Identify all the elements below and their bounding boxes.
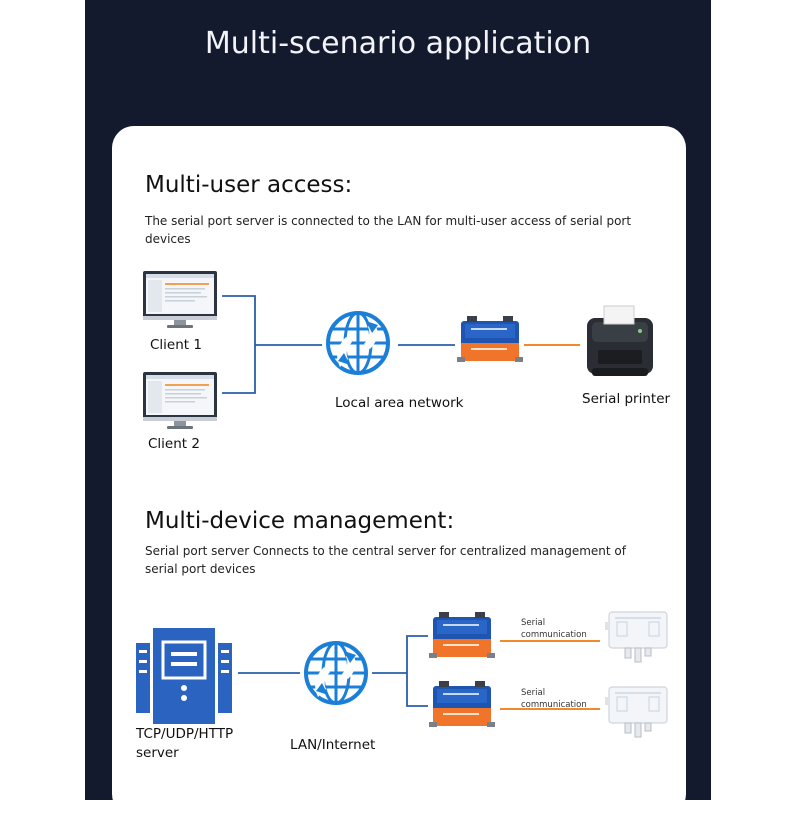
lan-internet-globe-icon <box>303 640 369 706</box>
serial-link1-label-line1: Serial <box>521 618 546 628</box>
client1-monitor-icon <box>143 271 217 328</box>
serial-link2-label-line2: communication <box>521 700 587 710</box>
page-title: Multi-scenario application <box>204 26 592 61</box>
serial-link1-label-line2: communication <box>521 630 587 640</box>
printer-label: Serial printer <box>582 391 671 407</box>
section2-lan-lines <box>238 635 428 707</box>
sensor-box-2-icon <box>604 686 668 738</box>
section2-heading: Multi-device management: <box>145 508 455 534</box>
sensor-box-1-icon <box>604 611 668 663</box>
lan-label: Local area network <box>335 395 464 411</box>
section2-description: Serial port server Connects to the centr… <box>145 544 627 576</box>
section1-lan-lines <box>222 295 455 394</box>
server-label-line2: server <box>136 745 179 761</box>
lan-internet-label: LAN/Internet <box>290 737 376 753</box>
serial-link2-label-line1: Serial <box>521 688 546 698</box>
client2-monitor-icon <box>143 372 217 429</box>
serial-printer-icon <box>587 305 653 376</box>
client2-label: Client 2 <box>148 436 200 452</box>
serial-server-device-2-icon <box>429 681 495 727</box>
section1-description: The serial port server is connected to t… <box>145 214 632 246</box>
server-tower-icon <box>136 628 232 724</box>
server-label-line1: TCP/UDP/HTTP <box>136 726 234 742</box>
serial-server-device-1-icon <box>429 612 495 658</box>
section1-heading: Multi-user access: <box>145 172 353 198</box>
lan-globe-icon <box>325 310 391 376</box>
client1-label: Client 1 <box>150 337 202 353</box>
serial-server-device-icon <box>457 316 523 362</box>
section2-serial-lines <box>500 640 600 710</box>
